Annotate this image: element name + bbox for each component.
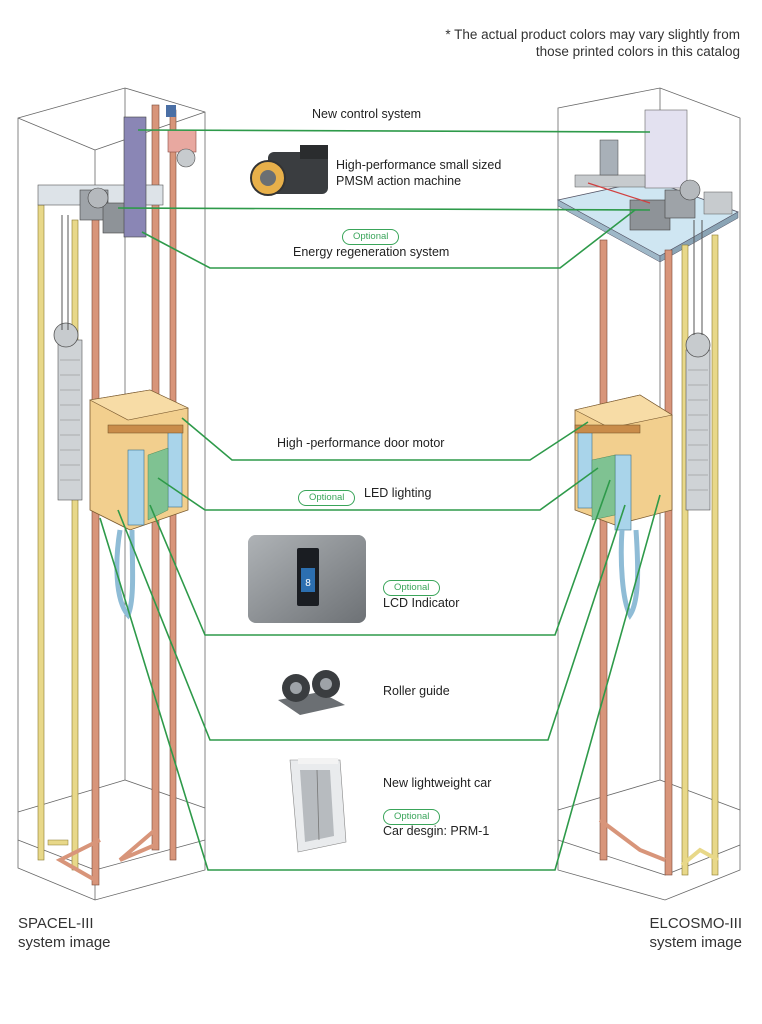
optional-badge-energy: Optional (342, 226, 400, 245)
label-new-control-system: New control system (312, 107, 422, 121)
label-door-motor: High -performance door motor (277, 436, 445, 450)
right-system-name: ELCOSMO-III (649, 915, 742, 932)
optional-pill: Optional (342, 229, 400, 245)
color-disclaimer-note: * The actual product colors may vary sli… (445, 27, 740, 59)
left-system-name: SPACEL-III (18, 915, 94, 932)
label-lightweight-car: New lightweight car (383, 776, 492, 790)
optional-badge-car: Optional (383, 806, 441, 825)
label-lcd-indicator: LCD Indicator (383, 596, 460, 610)
optional-badge-lcd: Optional (383, 577, 441, 596)
left-elevator-car (89, 389, 189, 620)
label-roller-guide: Roller guide (383, 684, 450, 698)
label-pmsm-machine-line1: High-performance small sized (336, 158, 502, 172)
lightweight-car-thumbnail (289, 758, 347, 853)
roller-guide-thumbnail (278, 670, 345, 715)
label-car-design: Car desgin: PRM-1 (383, 824, 490, 838)
label-led-lighting: LED lighting (364, 486, 432, 500)
left-machine-room-equipment (37, 105, 197, 238)
left-counterweight (53, 215, 83, 501)
left-system-caption: SPACEL-III system image (18, 914, 111, 952)
pmsm-machine-thumbnail (250, 145, 328, 196)
right-guide-rails (598, 234, 719, 876)
right-top-platform (556, 109, 739, 263)
label-pmsm-machine-line2: PMSM action machine (336, 174, 462, 188)
label-energy-regeneration: Energy regeneration system (293, 245, 450, 259)
optional-badge-led: Optional (298, 487, 356, 506)
lcd-indicator-thumbnail: 8 (248, 535, 366, 623)
optional-pill: Optional (383, 580, 441, 596)
right-system-caption: ELCOSMO-III system image (649, 914, 742, 952)
left-system-subtitle: system image (18, 934, 111, 951)
svg-text:8: 8 (305, 578, 311, 589)
right-counterweight (685, 220, 711, 511)
label-pmsm-machine: High-performance small sized PMSM action… (336, 157, 501, 189)
optional-pill: Optional (298, 490, 356, 506)
right-elevator-car (574, 394, 673, 620)
leader-lines (99, 129, 661, 871)
optional-pill: Optional (383, 809, 441, 825)
right-system-subtitle: system image (649, 934, 742, 951)
